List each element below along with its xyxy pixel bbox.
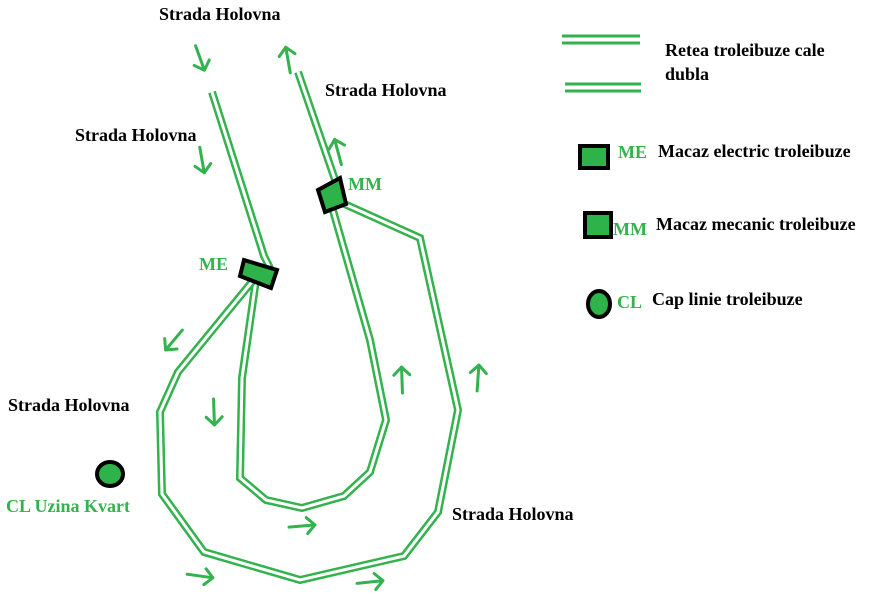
- legend-double-line-text-2: dubla: [665, 64, 709, 84]
- terminus-icon: [95, 460, 125, 488]
- terminus-label: CL Uzina Kvart: [6, 496, 130, 516]
- legend-double-line-text-1: Retea troleibuze cale: [665, 40, 825, 60]
- route-inner: [210, 91, 272, 269]
- direction-arrow-icon: [468, 363, 488, 393]
- legend-mechanical-label: Macaz mecanic troleibuze: [656, 214, 856, 234]
- legend-mechanical-code: MM: [613, 219, 647, 239]
- legend-mechanical-switch-icon: [583, 211, 613, 239]
- legend-electric-switch-icon: [578, 144, 610, 170]
- mechanical-switch-icon: [315, 174, 349, 215]
- legend: Retea troleibuze cale dubla ME Macaz ele…: [562, 34, 856, 319]
- me-switch-label: ME: [199, 254, 228, 274]
- direction-arrow-icon: [193, 145, 213, 175]
- legend-terminus-icon: [586, 289, 612, 319]
- direction-arrow-icon: [192, 44, 211, 72]
- mm-switch-label: MM: [348, 174, 382, 194]
- legend-double-line-icon: [562, 34, 641, 93]
- legend-terminus-code: CL: [617, 292, 642, 312]
- direction-arrow-icon: [185, 567, 215, 587]
- street-label-left: Strada Holovna: [8, 395, 130, 415]
- route-inner-loop: [235, 198, 391, 513]
- direction-arrows: [163, 44, 488, 591]
- route-outer-loop: [155, 198, 463, 585]
- street-label-upper-right: Strada Holovna: [325, 80, 447, 100]
- street-label-bottom-right: Strada Holovna: [452, 504, 574, 524]
- direction-arrow-icon: [327, 137, 346, 167]
- direction-arrow-icon: [287, 516, 317, 536]
- legend-terminus-label: Cap linie troleibuze: [652, 289, 803, 309]
- direction-arrow-icon: [392, 365, 412, 395]
- direction-arrow-icon: [204, 397, 224, 427]
- direction-arrow-icon: [277, 45, 297, 75]
- route-left-branch: [208, 90, 274, 270]
- street-label-top: Strada Holovna: [159, 4, 281, 24]
- direction-arrow-icon: [355, 572, 385, 591]
- electric-switch-icon: [237, 257, 280, 291]
- street-label-upper-left: Strada Holovna: [75, 125, 197, 145]
- direction-arrow-icon: [163, 328, 184, 352]
- legend-electric-code: ME: [618, 142, 647, 162]
- legend-electric-label: Macaz electric troleibuze: [658, 141, 851, 161]
